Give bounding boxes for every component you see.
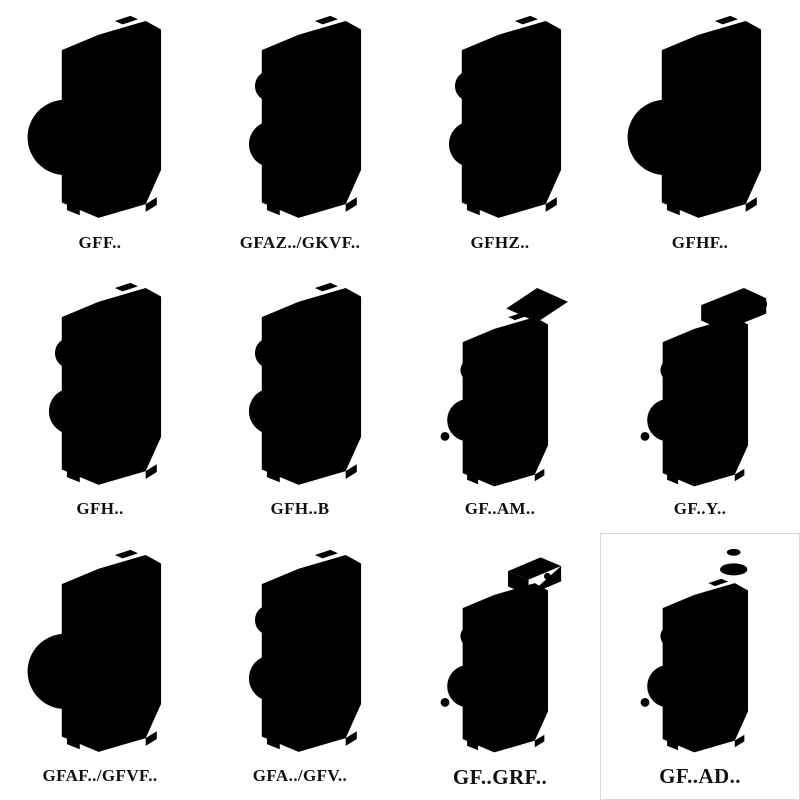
- gearbox-model-label: GFAZ../GKVF..: [239, 232, 361, 252]
- hollow-bore-gearbox-icon: [0, 267, 200, 500]
- gearbox-model-label: GFAF../GFVF..: [42, 765, 158, 785]
- gearbox-cell: GFAF../GFVF..: [0, 533, 200, 800]
- hollow-bore-gearbox-icon: [200, 267, 400, 500]
- hollow-bore-gearbox-icon: [200, 0, 400, 233]
- gearbox-cell: GF..AM..: [400, 266, 600, 534]
- input-box-top-gearbox-icon: [400, 533, 600, 765]
- motor-top-gearbox-icon: [600, 267, 800, 500]
- gearbox-model-label: GF..Y..: [673, 499, 727, 519]
- flange-output-gearbox-icon: [600, 0, 800, 233]
- gearbox-cell: GFHF..: [600, 0, 800, 267]
- flange-output-gearbox-icon: [0, 533, 200, 766]
- gearbox-model-label: GFF..: [78, 232, 122, 252]
- hollow-bore-gearbox-icon: [400, 0, 600, 233]
- gearbox-cell: GFF..: [0, 0, 200, 267]
- gearbox-cell: GFH..: [0, 266, 200, 534]
- gearbox-cell: GFA../GFV..: [200, 533, 400, 800]
- gearbox-cell: GF..GRF..: [400, 533, 600, 800]
- hollow-bore-gearbox-icon: [200, 533, 400, 766]
- gearbox-cell: GFHZ..: [400, 0, 600, 267]
- gearbox-cell: GFAZ../GKVF..: [200, 0, 400, 267]
- motor-flange-top-gearbox-icon: [400, 267, 600, 500]
- gearbox-model-label: GFHF..: [671, 232, 729, 252]
- gearbox-model-label: GF..GRF..: [452, 764, 548, 789]
- gearbox-cell: GF..AD..: [600, 533, 800, 800]
- gearbox-model-label: GFH..: [76, 499, 124, 519]
- gearbox-model-label: GFA../GFV..: [252, 765, 348, 785]
- gearbox-cell: GF..Y..: [600, 266, 800, 534]
- flange-output-gearbox-icon: [0, 0, 200, 233]
- gearbox-model-label: GF..AM..: [464, 499, 536, 519]
- gearbox-cell: GFH..B: [200, 266, 400, 534]
- gearbox-model-label: GFHZ..: [470, 232, 530, 252]
- gearbox-model-label: GF..AD..: [659, 763, 741, 788]
- input-shaft-top-gearbox-icon: [601, 534, 799, 764]
- gearbox-model-label: GFH..B: [270, 499, 330, 519]
